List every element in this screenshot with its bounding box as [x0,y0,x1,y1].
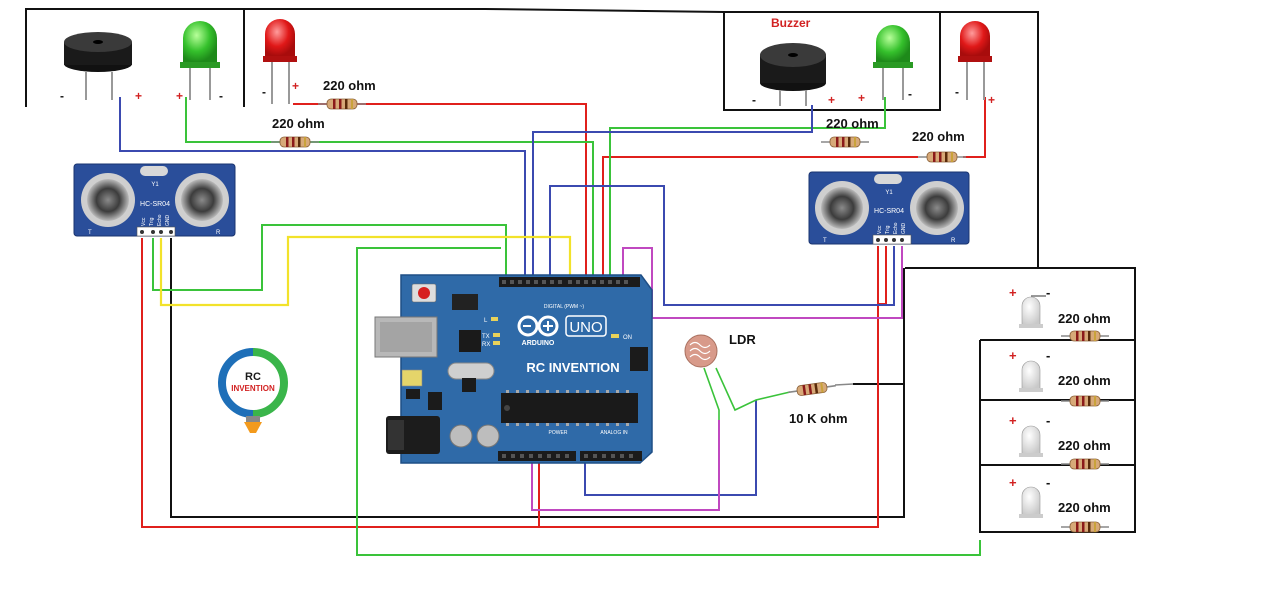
led-right-green-minus: - [908,87,912,101]
resistor-ldr [786,379,838,399]
ultrasonic-sensor-left: Y1 HC-SR04 T R Vcc Trig Echo GND [73,163,236,237]
street-resistor-4 [1060,521,1110,533]
led-left-red: - + [262,19,299,104]
street-led-4-minus: - [1046,475,1050,490]
led-tx-label: TX [482,334,490,340]
logo-line2: INVENTION [231,384,275,393]
street-led-3-plus: + [1009,413,1017,428]
street-led-2-plus: + [1009,348,1017,363]
led-left-red-minus: - [262,85,266,99]
sensor-right-pin-trig: Trig [885,225,891,234]
logo-line1: RC [245,371,261,383]
street-resistor-3 [1060,458,1110,470]
buzzer-right: - + [752,43,835,107]
resistor-right-red [917,151,967,163]
purple-wires [531,246,903,511]
led-right-green-plus: + [858,91,865,105]
label-r-ldr: 10 K ohm [789,411,848,426]
buzzer-left: - + [60,32,142,103]
buzzer-label: Buzzer [771,16,811,30]
red-wires [141,97,986,528]
label-street-r-2: 220 ohm [1058,373,1111,388]
black-wires [25,8,1136,533]
analog-header-label: ANALOG IN [600,430,628,436]
arduino-uno-board: DIGITAL (PWM ~) L TX RX ARDUINO UNO ON R… [374,274,653,464]
label-street-r-3: 220 ohm [1058,438,1111,453]
label-r-left-green: 220 ohm [272,116,325,131]
label-r-right-green: 220 ohm [826,116,879,131]
sensor-right-t: T [823,238,827,244]
buzzer-left-minus: - [60,89,64,103]
led-left-green: + - [176,21,223,103]
rc-invention-logo: RC INVENTION [218,348,288,433]
buzzer-left-plus: + [135,89,142,103]
led-right-green: + - [858,25,913,105]
sensor-left-y1: Y1 [151,182,159,188]
arduino-board-name: UNO [569,319,602,336]
sensor-right-pin-vcc: Vcc [877,225,883,234]
street-led-3: + - [1009,413,1050,457]
street-led-4-plus: + [1009,475,1017,490]
digital-header-label: DIGITAL (PWM ~) [544,304,584,310]
power-header-label: POWER [549,430,568,436]
sensor-left-pin-gnd: GND [165,215,171,227]
resistor-left-red [317,98,367,110]
green-wires [152,97,981,556]
sensor-left-r: R [216,230,221,236]
sensor-left-pin-echo: Echo [157,214,163,226]
buzzer-right-minus: - [752,93,756,107]
street-resistor-2 [1060,395,1110,407]
resistor-right-green [820,136,870,148]
led-left-green-minus: - [219,89,223,103]
sensor-right-r: R [951,238,956,244]
sensor-left-model: HC-SR04 [140,201,170,208]
led-on-label: ON [623,335,632,341]
arduino-brand: ARDUINO [522,340,555,347]
blue-wires [119,97,895,496]
label-r-right-red: 220 ohm [912,129,965,144]
led-right-red-plus: + [988,93,995,107]
street-led-4: + - [1009,475,1050,518]
street-led-1-plus: + [1009,285,1017,300]
yellow-wires [159,235,572,307]
label-street-r-1: 220 ohm [1058,311,1111,326]
arduino-infinity-logo [517,315,559,337]
led-l-label: L [484,318,488,324]
sensor-left-pin-vcc: Vcc [141,217,147,226]
sensor-left-t: T [88,230,92,236]
board-watermark: RC INVENTION [526,360,619,375]
sensor-right-y1: Y1 [885,190,893,196]
led-right-red: - + [955,21,995,107]
street-led-1-minus: - [1046,285,1050,300]
led-rx-label: RX [482,342,490,348]
led-left-green-plus: + [176,89,183,103]
ldr-label: LDR [729,332,756,347]
ultrasonic-sensor-right: Y1 HC-SR04 T R Vcc Trig Echo GND [808,171,970,245]
sensor-right-model: HC-SR04 [874,208,904,215]
ldr-sensor [684,334,718,368]
sensor-left-pin-trig: Trig [149,217,155,226]
ldr-leads [703,367,791,420]
resistor-left-green [270,136,320,148]
label-street-r-4: 220 ohm [1058,500,1111,515]
led-right-red-minus: - [955,85,959,99]
street-led-2-minus: - [1046,348,1050,363]
sensor-right-pin-gnd: GND [901,223,907,235]
street-led-1: + - [1009,285,1050,328]
label-r-left-red: 220 ohm [323,78,376,93]
street-led-3-minus: - [1046,413,1050,428]
buzzer-right-plus: + [828,93,835,107]
sensor-right-pin-echo: Echo [893,222,899,234]
led-left-red-plus: + [292,79,299,93]
street-led-2: + - [1009,348,1050,392]
